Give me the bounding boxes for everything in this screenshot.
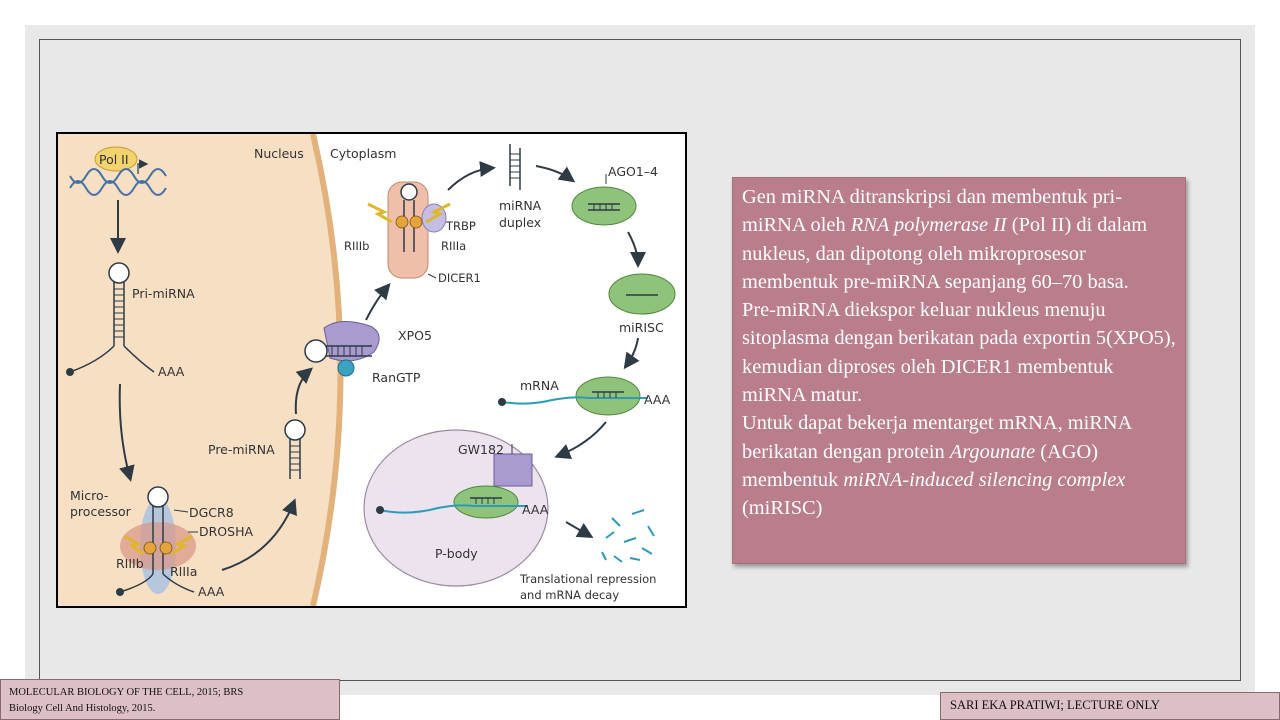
arrow-to-export [294,367,314,415]
rangtp-icon [337,359,355,377]
pre-mirna-loop [284,419,306,441]
pri-mirna-label: Pri-miRNA [132,286,195,301]
cytoplasm-label: Cytoplasm [330,146,396,161]
cap-5prime-icon [66,368,74,376]
riiib-label-dicer: RIIIb [344,239,369,253]
trbp-label: TRBP [445,219,476,233]
mirna-duplex-label-2: duplex [499,215,541,230]
arrow-to-pre-mirna [221,498,297,571]
mrna-fragments-icon [601,509,655,563]
repression-label-2: and mRNA decay [520,588,619,602]
riiia-label-microprocessor: RIIIa [170,564,197,579]
arrow-to-ago [535,165,576,183]
gw182-label: GW182 [458,442,504,457]
mrna-label: mRNA [520,378,559,393]
description-text-panel: Gen miRNA ditranskripsi dan membentuk pr… [732,177,1186,564]
paragraph-targeting: Untuk dapat bekerja mentarget mRNA, miRN… [742,412,1132,520]
pol-ii-label: Pol II [99,152,129,167]
dicer1-label: DICER1 [438,271,481,285]
rangtp-label: RanGTP [372,370,421,385]
pri-mirna-stem [113,282,125,346]
pre-mirna-loop-microprocessor [147,486,169,508]
paragraph-transcription: Gen miRNA ditranskripsi dan membentuk pr… [742,186,1148,293]
author-footer: SARI EKA PRATIWI; LECTURE ONLY [940,692,1280,720]
reference-line-1: MOLECULAR BIOLOGY OF THE CELL, 2015; BRS [9,687,244,698]
riiib-label-microprocessor: RIIIb [116,556,144,571]
pbody-label: P-body [435,546,478,561]
pre-mirna-label: Pre-miRNA [208,442,275,457]
mirisc-label: miRISC [619,320,664,335]
arrow-to-pbody [554,421,607,459]
dicer-cleavage-icon [367,202,393,224]
mirna-duplex-icon [509,144,521,190]
mirisc-complex [608,273,676,315]
paragraph-export: Pre-miRNA diekspor keluar nukleus menuju… [742,299,1176,407]
arrow-to-duplex [447,161,496,191]
microprocessor-aaa-label: AAA [198,584,225,599]
slide-frame [39,39,1241,681]
mrna-aaa-label: AAA [644,392,671,407]
ago-pbody-complex [453,485,519,519]
mirna-duplex-label-1: miRNA [499,198,542,213]
target-mrna-strand [501,396,648,405]
arrow-to-dicer [365,282,391,321]
pol-ii-ellipse [94,146,138,172]
arrow-to-mirisc [627,231,646,268]
polya-tail-label: AAA [158,364,185,379]
drosha-label: DROSHA [199,524,253,539]
microprocessor-label-2: processor [70,504,132,519]
ago-label: AGO1–4 [608,164,658,179]
riiia-label-dicer: RIIIa [441,239,466,253]
pri-mirna-loop [108,262,130,284]
pbody-aaa-label: AAA [522,502,549,517]
transcription-start-icon [137,159,149,174]
dna-helix-icon [69,168,167,184]
arrow-to-decay [565,521,594,539]
reference-line-2: Biology Cell And Histology, 2015. [9,702,156,714]
cleavage-lightning-icon [123,534,145,556]
mirna-biogenesis-figure: Nucleus Cytoplasm Pol II Pri-miRNA AAA M… [56,132,687,608]
nucleus-label: Nucleus [254,146,304,161]
ago-mrna-complex [575,376,641,416]
arrow-to-microprocessor [118,383,135,482]
nucleus-region [58,134,341,606]
repression-label-1: Translational repression [519,572,656,586]
xpo5-label: XPO5 [398,328,432,343]
mirna-pathway-diagram: Nucleus Cytoplasm Pol II Pri-miRNA AAA M… [58,134,676,606]
ago-protein [571,186,637,226]
drosha-protein [120,522,196,570]
arrow-to-target [623,337,640,370]
reference-footer: MOLECULAR BIOLOGY OF THE CELL, 2015; BRS… [0,679,340,720]
gw182-protein [493,453,533,487]
microprocessor-label-1: Micro- [70,488,108,503]
dgcr8-label: DGCR8 [189,505,234,520]
